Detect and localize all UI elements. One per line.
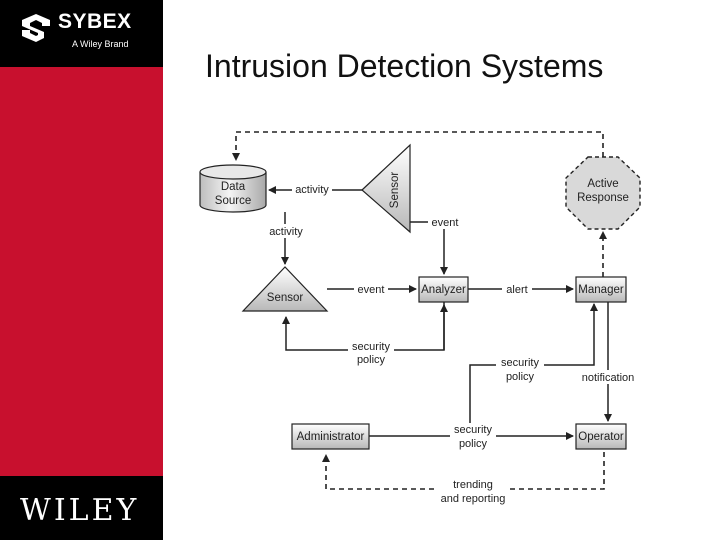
wiley-logo: WILEY (20, 493, 140, 528)
manager-label: Manager (578, 284, 624, 296)
security-policy-2-line1: security (501, 357, 539, 369)
administrator-node: Administrator (291, 423, 370, 450)
alert-label: alert (506, 284, 527, 296)
notification-label: notification (582, 372, 635, 384)
trending-label-line2: and reporting (441, 493, 506, 505)
sybex-logo-icon (22, 14, 50, 42)
operator-label: Operator (578, 431, 624, 443)
security-policy-1-line2: policy (357, 354, 386, 366)
analyzer-label: Analyzer (421, 284, 466, 296)
activity-label-top: activity (295, 184, 329, 196)
manager-node: Manager (575, 276, 627, 303)
trending-label-line1: trending (453, 479, 493, 491)
data-source-label-line1: Data (221, 181, 246, 193)
active-response-node: Active Response (565, 156, 641, 230)
sidebar-footer (0, 476, 163, 540)
data-source-label-line2: Source (215, 195, 251, 207)
sensor-top-node: Sensor (361, 143, 411, 234)
sensor-mid-label: Sensor (267, 292, 304, 304)
slide-title: Intrusion Detection Systems (205, 48, 604, 84)
active-response-label-line1: Active (587, 178, 618, 190)
data-source-node: Data Source (199, 164, 267, 213)
response-to-datasource-dashed-line (232, 131, 604, 161)
activity-label-down: activity (269, 226, 303, 238)
security-policy-1-line1: security (352, 341, 390, 353)
analyzer-node: Analyzer (418, 276, 469, 303)
administrator-label: Administrator (297, 431, 365, 443)
sybex-logo-subtitle: A Wiley Brand (72, 39, 129, 49)
operator-node: Operator (575, 423, 627, 450)
security-policy-3-line2: policy (459, 438, 488, 450)
active-response-label-line2: Response (577, 192, 629, 204)
security-policy-3-line1: security (454, 424, 492, 436)
event-label-mid: event (358, 284, 385, 296)
security-policy-2-line2: policy (506, 371, 535, 383)
event-label-top: event (432, 217, 459, 229)
sensor-mid-node: Sensor (241, 266, 329, 312)
sidebar-accent (0, 67, 163, 476)
sybex-logo-text: SYBEX (58, 10, 132, 33)
sensor-top-label: Sensor (389, 172, 401, 209)
